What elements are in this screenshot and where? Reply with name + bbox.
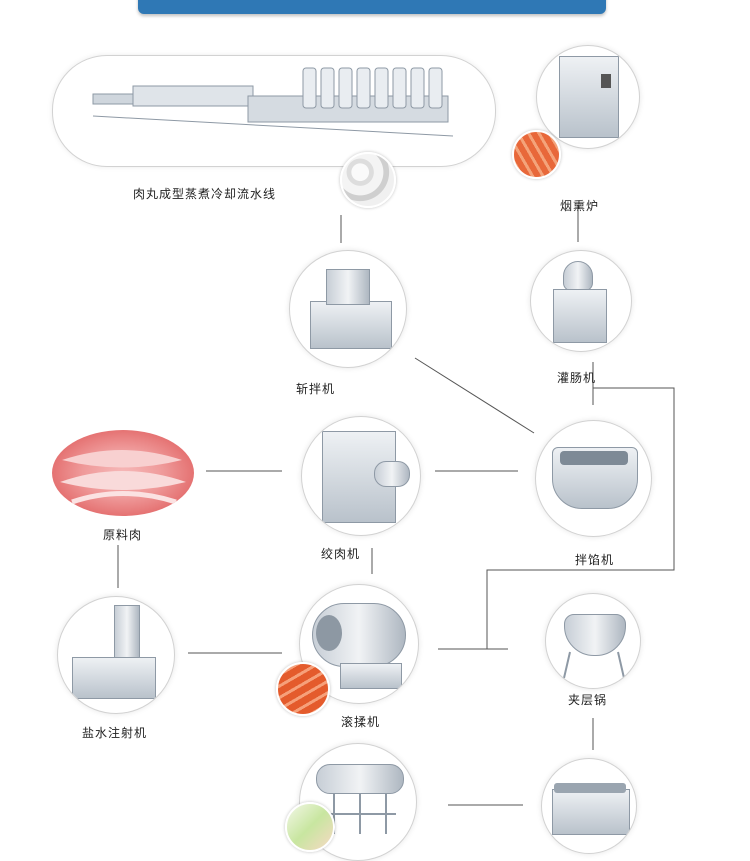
stuffing-mixer-label: 拌馅机 (575, 553, 615, 567)
tumbler-drum (312, 603, 406, 667)
grinder-outlet (374, 461, 410, 487)
bowl-cutter-lid (326, 269, 370, 305)
bowl-cutter-machine (310, 301, 392, 349)
raw-meat-illustration (60, 450, 186, 505)
link-mixer-return-route (486, 387, 675, 649)
smoker-window (601, 74, 611, 88)
meatball-line-label: 肉丸成型蒸煮冷却流水线 (133, 187, 277, 201)
sausage-filler-label: 灌肠机 (557, 371, 597, 385)
mixer-interior (560, 451, 628, 465)
meatball-line-node (52, 55, 496, 167)
bowl-cutter-label: 斩拌机 (296, 382, 336, 396)
meatball-thumbnail (340, 152, 396, 208)
smoker-label: 烟熏炉 (560, 199, 600, 213)
brine-injector-label: 盐水注射机 (82, 726, 148, 740)
injector-column (114, 605, 140, 663)
jacketed-kettle-node (545, 593, 641, 689)
meat-grinder-label: 绞肉机 (321, 547, 361, 561)
packer-lid (554, 783, 626, 793)
skewer-thumbnail (276, 662, 330, 716)
product-thumbnail (285, 802, 335, 852)
bowl-cutter-node (289, 250, 407, 368)
packer-body (552, 789, 630, 835)
tumbler-opening (316, 615, 342, 651)
sterilizer-tank (316, 764, 404, 794)
vacuum-packer-node (541, 758, 637, 854)
smoker-machine (559, 56, 619, 138)
stuffing-mixer-node (535, 420, 652, 537)
filler-hopper (563, 261, 593, 291)
meatball-line-illustration (92, 67, 454, 137)
sausage-filler-node (530, 250, 632, 352)
tumbler-node (299, 584, 419, 704)
raw-meat-label: 原料肉 (103, 528, 143, 542)
sausage-thumbnail (512, 130, 561, 179)
kettle-stand (563, 651, 625, 679)
tumbler-label: 滚揉机 (341, 715, 381, 729)
jacketed-kettle-label: 夹层锅 (568, 693, 608, 707)
link-cutter-to-mixer (414, 357, 535, 434)
raw-meat-node (52, 430, 194, 516)
smoker-node (536, 45, 640, 149)
meat-grinder-node (301, 416, 421, 536)
brine-injector-node (57, 596, 175, 714)
injector-tank (72, 657, 156, 699)
filler-body (553, 289, 607, 343)
title-banner (138, 0, 606, 14)
tumbler-base (340, 663, 402, 689)
